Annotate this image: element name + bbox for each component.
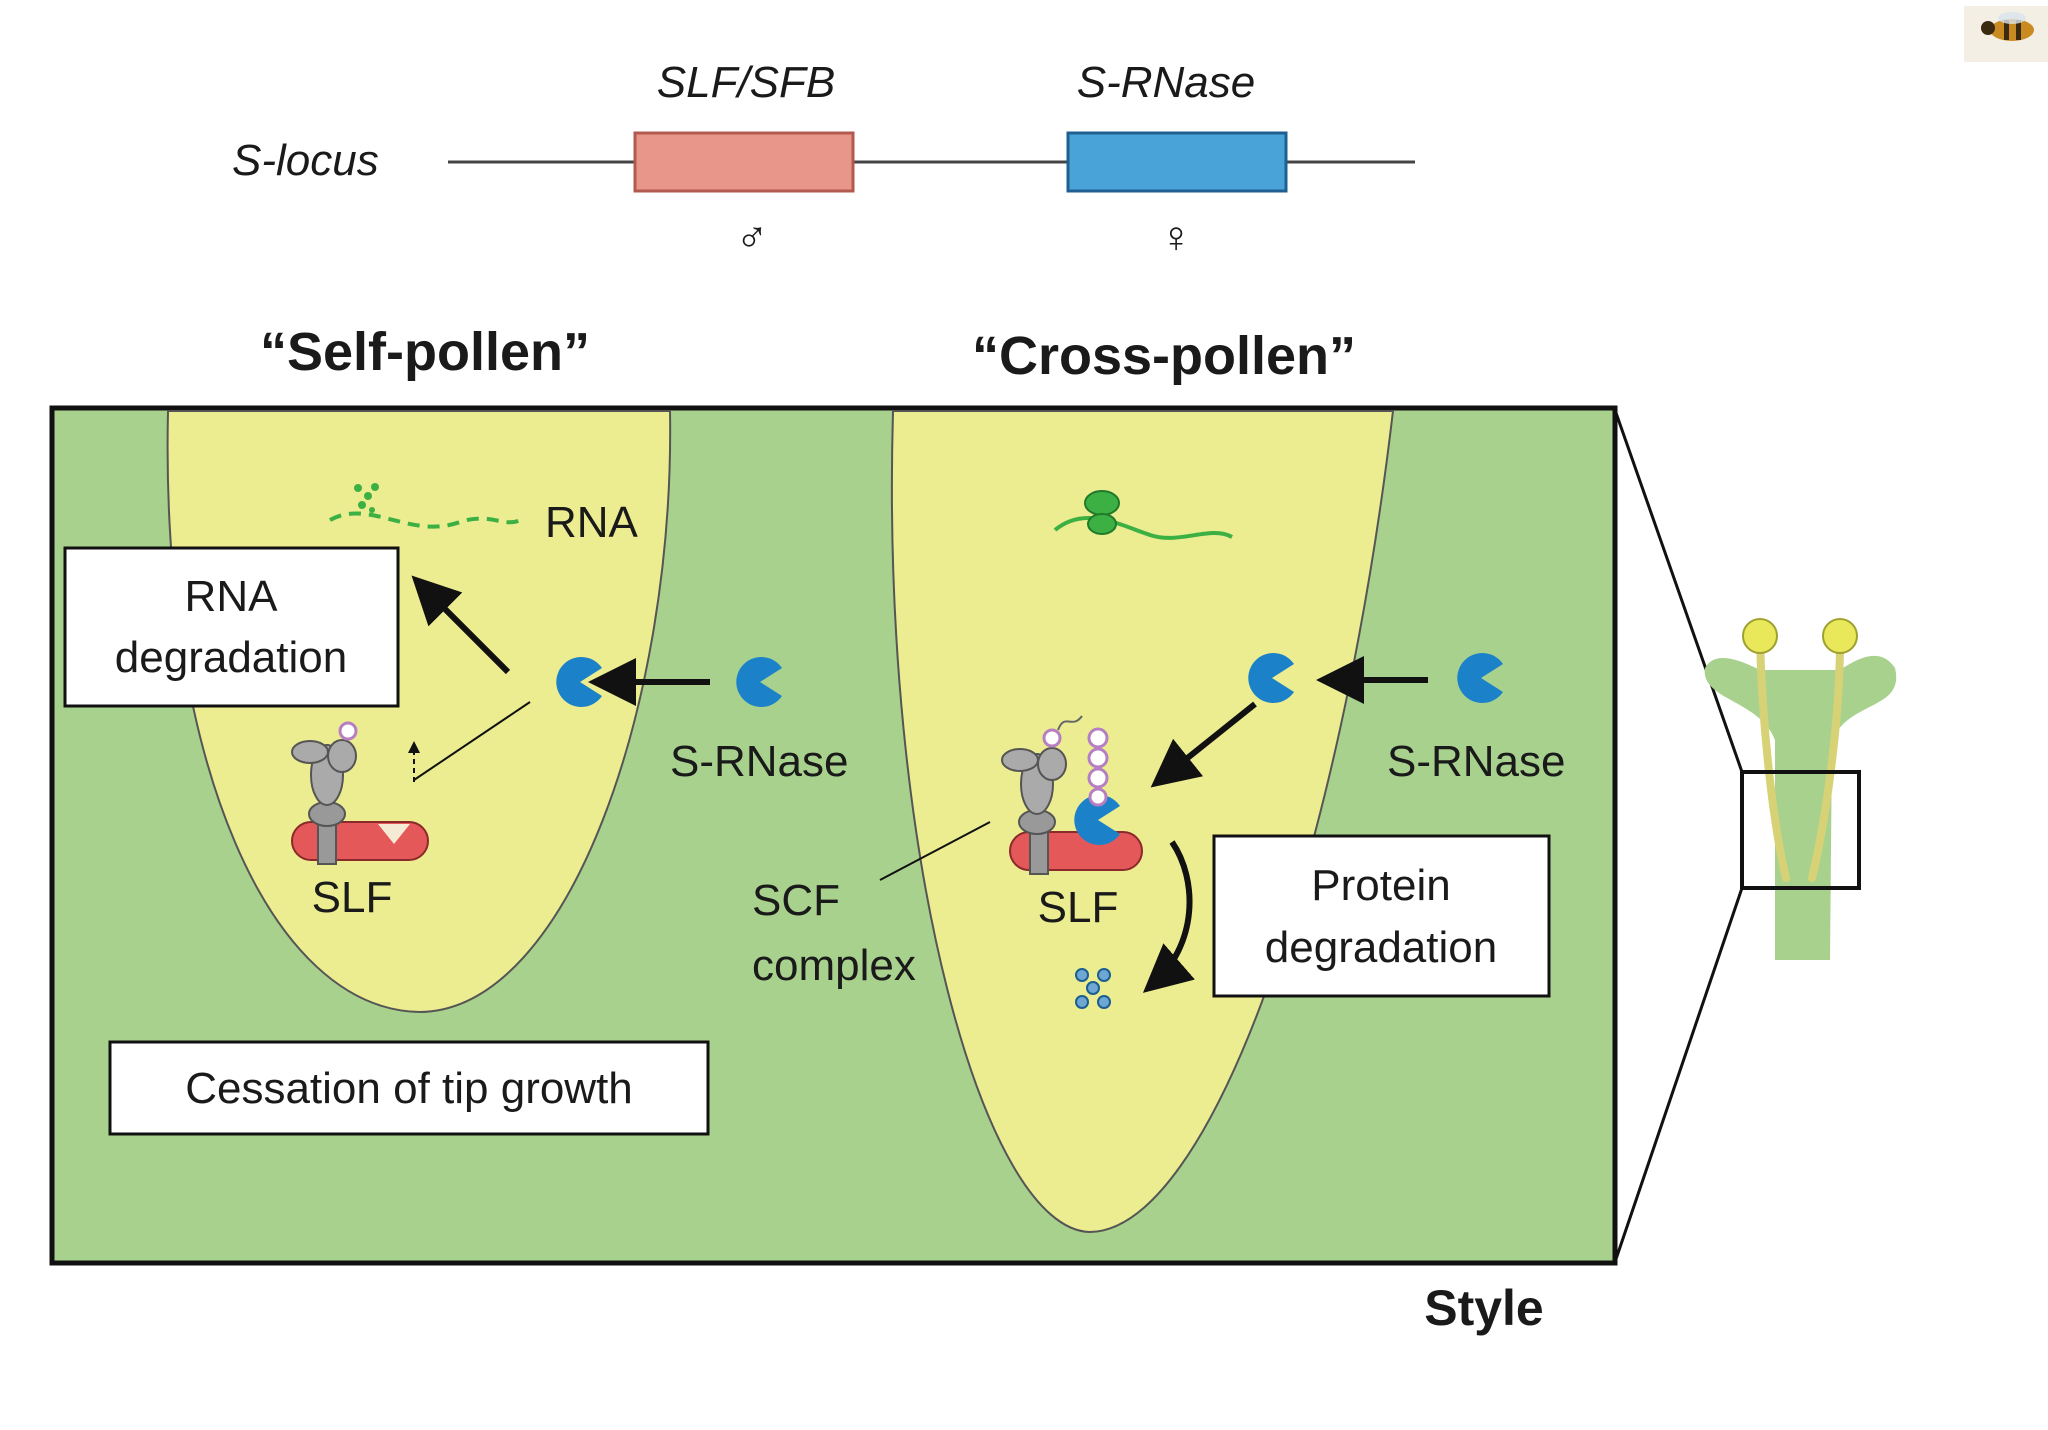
protein-degradation-line2: degradation <box>1265 923 1497 972</box>
cross-pollen-tube <box>890 410 1395 1234</box>
srnase-gene-box <box>1066 131 1288 193</box>
protein-degradation-line1: Protein <box>1311 861 1450 910</box>
slf-gene-box <box>633 131 855 193</box>
self-pollen-title: “Self-pollen” <box>260 322 590 382</box>
cross-slf-complex <box>1001 715 1143 875</box>
cross-srnase-label: S-RNase <box>1387 737 1566 786</box>
self-panel: RNA RNA degradation S-RNase SLF <box>63 483 849 922</box>
zoom-region-box <box>1740 770 1861 890</box>
srnase-icon-inside-self <box>556 657 602 707</box>
srnase-icon-outside-self <box>736 657 782 707</box>
self-slf-complex <box>291 721 429 865</box>
scf-label-line1: SCF <box>752 876 840 925</box>
peptide-fragments-icon <box>1075 968 1111 1009</box>
self-srnase-label: S-RNase <box>670 737 849 786</box>
s-locus: S-locus SLF/SFB S-RNase ♂ ♀ <box>232 58 1415 262</box>
ubiquitin-chain-icon <box>1087 727 1109 807</box>
scf-pointer-line <box>879 821 991 881</box>
intact-rna <box>1053 515 1233 540</box>
female-symbol: ♀ <box>1160 213 1193 262</box>
male-symbol: ♂ <box>736 213 769 262</box>
ribosome-icon <box>1084 490 1120 516</box>
arrow-to-slf-complex <box>1150 701 1257 788</box>
slf-gene-label: SLF/SFB <box>657 58 836 107</box>
rna-label: RNA <box>545 498 639 547</box>
cross-pollen-title: “Cross-pollen” <box>972 326 1356 386</box>
srnase-icon-inside-cross <box>1248 653 1294 703</box>
zoom-line-top <box>1613 409 1744 773</box>
cessation-label: Cessation of tip growth <box>185 1064 633 1113</box>
zoom-line-bottom <box>1613 887 1744 1263</box>
cross-slf-label: SLF <box>1038 883 1119 932</box>
ribosome-fragments-icon <box>354 483 379 513</box>
srnase-icon-outside-cross <box>1457 653 1503 703</box>
self-slf-label: SLF <box>312 873 393 922</box>
rna-degradation-line1: RNA <box>185 572 279 621</box>
ribosome-small-icon <box>1087 513 1117 535</box>
arrow-to-rna-degradation <box>411 575 511 675</box>
curved-degradation-arrow <box>1142 840 1195 993</box>
s-locus-label: S-locus <box>232 136 379 185</box>
cross-panel: S-RNase SLF SCF complex <box>752 490 1566 1009</box>
style-label: Style <box>1424 1280 1544 1336</box>
cessation-box <box>108 1040 710 1136</box>
scf-label-line2: complex <box>752 941 916 990</box>
bound-srnase-icon <box>1074 795 1120 845</box>
pistil-illustration <box>1704 618 1897 960</box>
bee-icon <box>1964 6 2048 62</box>
degraded-rna <box>329 511 521 529</box>
rna-degradation-box <box>63 546 400 708</box>
thin-line-self <box>413 701 531 781</box>
protein-degradation-box <box>1212 834 1551 998</box>
rna-degradation-line2: degradation <box>115 633 347 682</box>
srnase-gene-label: S-RNase <box>1077 58 1256 107</box>
